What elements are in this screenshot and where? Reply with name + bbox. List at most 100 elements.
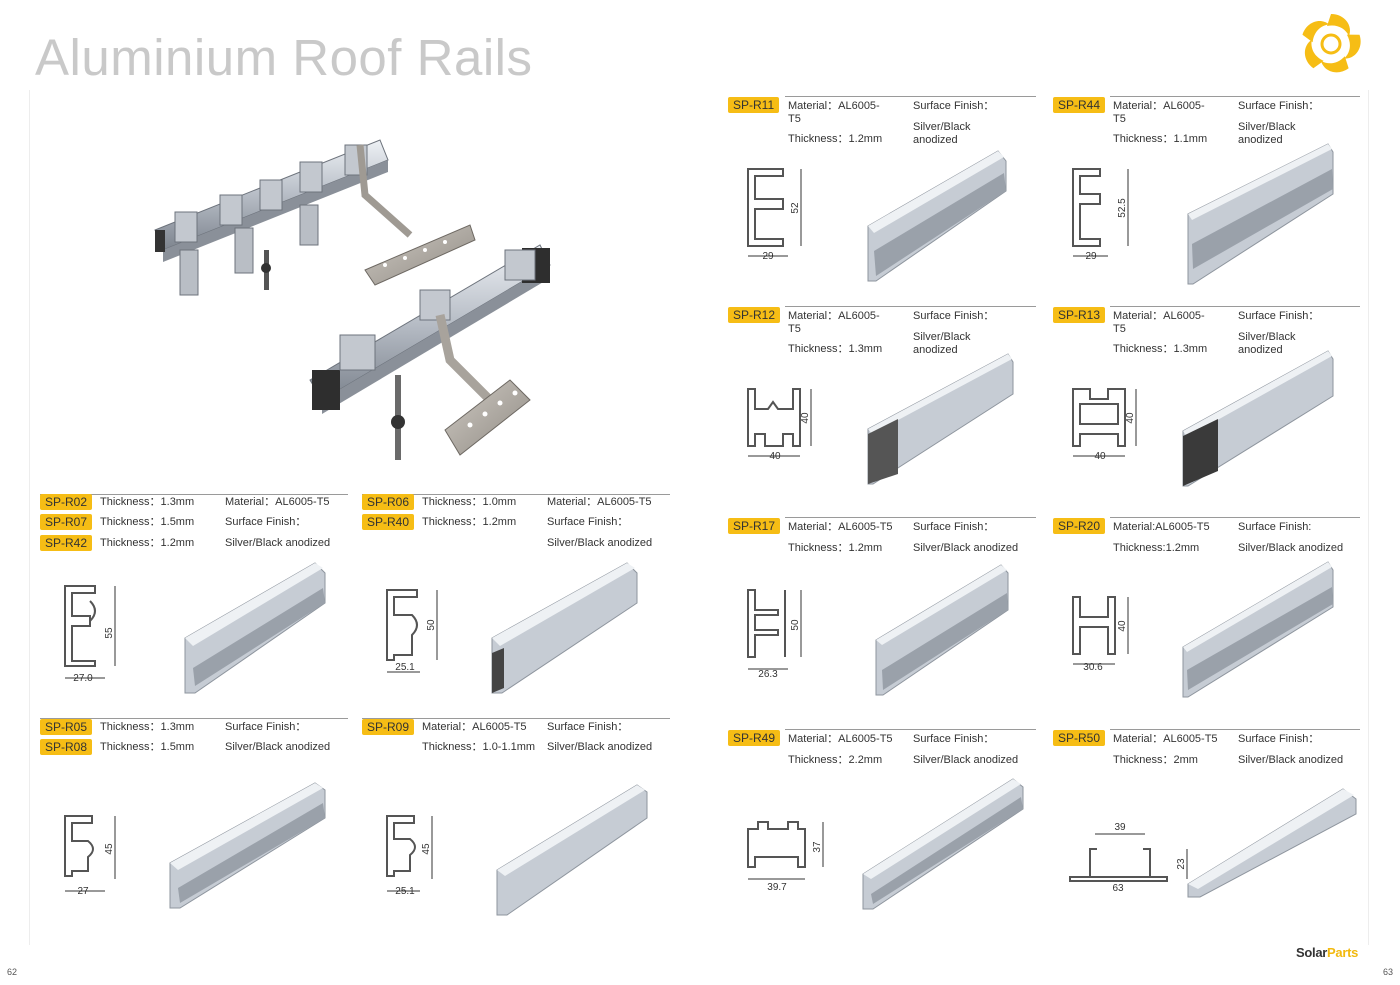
height-dimension: 45 — [421, 843, 432, 855]
surface-finish-value: Silver/Black anodized — [913, 754, 1019, 766]
material-spec: Material：AL6005-T5 — [788, 521, 893, 533]
product-code-badge: SP-R11 — [728, 97, 780, 113]
page-title: Aluminium Roof Rails — [35, 29, 533, 86]
sun-logo-icon — [1302, 14, 1361, 73]
product-code-badge: SP-R44 — [1053, 97, 1106, 113]
rail-photo — [862, 778, 1024, 910]
rail-photo — [1182, 561, 1334, 698]
rail-photo — [496, 784, 648, 916]
thickness-spec: Thickness:1.2mm — [1113, 542, 1200, 554]
height-dimension: 52.5 — [1117, 198, 1128, 218]
thickness-spec: Thickness：1.2mm — [788, 542, 883, 554]
surface-finish-value: Silver/Black anodized — [225, 741, 331, 753]
rail-photo — [169, 782, 326, 909]
thickness-spec: Thickness：2mm — [1113, 754, 1198, 766]
surface-finish-value: Silver/Black anodized — [547, 741, 653, 753]
thickness-spec: Thickness：1.5mm — [100, 516, 195, 528]
product-block-sp-r17: SP-R17 Material：AL6005-T5 Thickness：1.2m… — [728, 517, 1036, 697]
material-spec: Material：AL6005-T5 — [1113, 733, 1218, 745]
product-block-sp-r12: SP-R12 Material：AL6005-T5 Thickness：1.3m… — [728, 306, 1036, 486]
surface-finish-value: Silver/Black anodized — [913, 542, 1019, 554]
thickness-spec: Thickness：1.3mm — [100, 721, 195, 733]
width-dimension: 63 — [1112, 883, 1124, 894]
product-code-badge: SP-R17 — [728, 518, 781, 534]
surface-finish-label: Surface Finish： — [1238, 733, 1320, 745]
thickness-spec: Thickness：1.2mm — [100, 537, 195, 549]
product-block-sp-r50: SP-R50 Material：AL6005-T5 Thickness：2mm … — [1053, 729, 1360, 924]
height-dimension: 23 — [1176, 858, 1187, 870]
height-dimension: 40 — [1125, 412, 1136, 424]
product-block-sp-r11: SP-R11 Material：AL6005-T5 Thickness：1.2m… — [728, 96, 1036, 282]
height-dimension: 55 — [104, 627, 115, 639]
height-dimension: 40 — [800, 412, 811, 424]
rail-profile-drawing: 40 30.6 — [1072, 596, 1129, 673]
surface-finish-value: Silver/Black anodized — [1238, 542, 1344, 554]
rail-photo — [1187, 788, 1357, 898]
material-spec: Material：AL6005-T5 — [422, 721, 527, 733]
height-dimension: 40 — [1117, 620, 1128, 632]
page-number-left: 62 — [7, 967, 18, 977]
surface-finish-value: Silver/Black anodized — [547, 537, 653, 549]
material-spec: Material：AL6005-T5 — [225, 496, 330, 508]
surface-finish-value: Silver/Black anodized — [1238, 754, 1344, 766]
product-code-badge: SP-R40 — [362, 514, 415, 530]
product-code-badge: SP-R49 — [728, 730, 781, 746]
width-dimension: 39.7 — [767, 882, 787, 893]
brand-logo-text: SolarParts — [1296, 945, 1359, 960]
width-dimension: 40 — [1094, 451, 1106, 462]
product-code-badge: SP-R05 — [40, 719, 93, 735]
product-code-badge: SP-R08 — [40, 739, 93, 755]
rail-profile-drawing: 45 27 — [64, 815, 116, 897]
rail-profile-drawing: 52 29 — [747, 168, 802, 262]
rail-profile-drawing: 40 40 — [1072, 388, 1137, 462]
surface-finish-value: Silver/Black anodized — [913, 331, 971, 356]
rail-profile-drawing: 52.5 29 — [1072, 168, 1129, 262]
surface-finish-label: Surface Finish： — [225, 721, 307, 733]
height-dimension: 45 — [104, 843, 115, 855]
material-spec: Material：AL6005-T5 — [547, 496, 652, 508]
width-dimension: 29 — [762, 251, 774, 262]
thickness-spec: Thickness：1.0-1.1mm — [422, 741, 536, 753]
surface-finish-value: Silver/Black anodized — [225, 537, 331, 549]
product-block-sp-r13: SP-R13 Material：AL6005-T5 Thickness：1.3m… — [1053, 306, 1360, 487]
product-code-badge: SP-R42 — [40, 535, 93, 551]
thickness-spec: Thickness：1.2mm — [788, 133, 883, 145]
thickness-spec: Thickness：1.3mm — [1113, 343, 1208, 355]
thickness-spec: Thickness：1.2mm — [422, 516, 517, 528]
rail-profile-drawing: 50 25.1 — [386, 589, 438, 673]
thickness-spec: Thickness：1.1mm — [1113, 133, 1208, 145]
rail-profile-drawing: 37 39.7 — [747, 821, 824, 893]
width-dimension: 40 — [769, 451, 781, 462]
thickness-spec: Thickness：1.3mm — [788, 343, 883, 355]
product-code-badge: SP-R09 — [362, 719, 415, 735]
product-code-badge: SP-R12 — [728, 307, 781, 323]
rail-photo — [867, 353, 1014, 485]
width-dimension: 26.3 — [758, 669, 778, 680]
surface-finish-label: Surface Finish: — [1238, 521, 1312, 533]
thickness-spec: Thickness：1.5mm — [100, 741, 195, 753]
width-dimension: 25.1 — [395, 886, 415, 897]
material-spec: Material：AL6005-T5 — [788, 100, 880, 125]
rail-profile-drawing: 39 23 63 — [1069, 822, 1188, 894]
product-code-badge: SP-R06 — [362, 494, 415, 510]
rail-profile-drawing: 40 40 — [747, 388, 812, 462]
width-dimension: 29 — [1085, 251, 1097, 262]
height-dimension: 50 — [426, 619, 437, 631]
surface-finish-value: Silver/Black anodized — [1238, 121, 1296, 146]
height-dimension: 52 — [790, 202, 801, 214]
material-spec: Material：AL6005-T5 — [788, 310, 880, 335]
rail-photo — [1187, 143, 1334, 285]
width-dimension: 27.0 — [73, 673, 93, 684]
surface-finish-label: Surface Finish： — [913, 310, 995, 322]
surface-finish-label: Surface Finish： — [225, 516, 307, 528]
product-block-sp-r05: SP-R05 SP-R08 Thickness：1.3mm Thickness：… — [40, 718, 348, 928]
rail-photo — [867, 150, 1007, 282]
page-frame — [29, 90, 1369, 945]
product-code-badge: SP-R02 — [40, 494, 93, 510]
surface-finish-label: Surface Finish： — [1238, 310, 1320, 322]
product-block-sp-r09: SP-R09 Material：AL6005-T5 Thickness：1.0-… — [362, 718, 670, 928]
material-spec: Material:AL6005-T5 — [1113, 521, 1210, 533]
height-dimension: 50 — [790, 619, 801, 631]
material-spec: Material：AL6005-T5 — [788, 733, 893, 745]
product-code-badge: SP-R13 — [1053, 307, 1106, 323]
